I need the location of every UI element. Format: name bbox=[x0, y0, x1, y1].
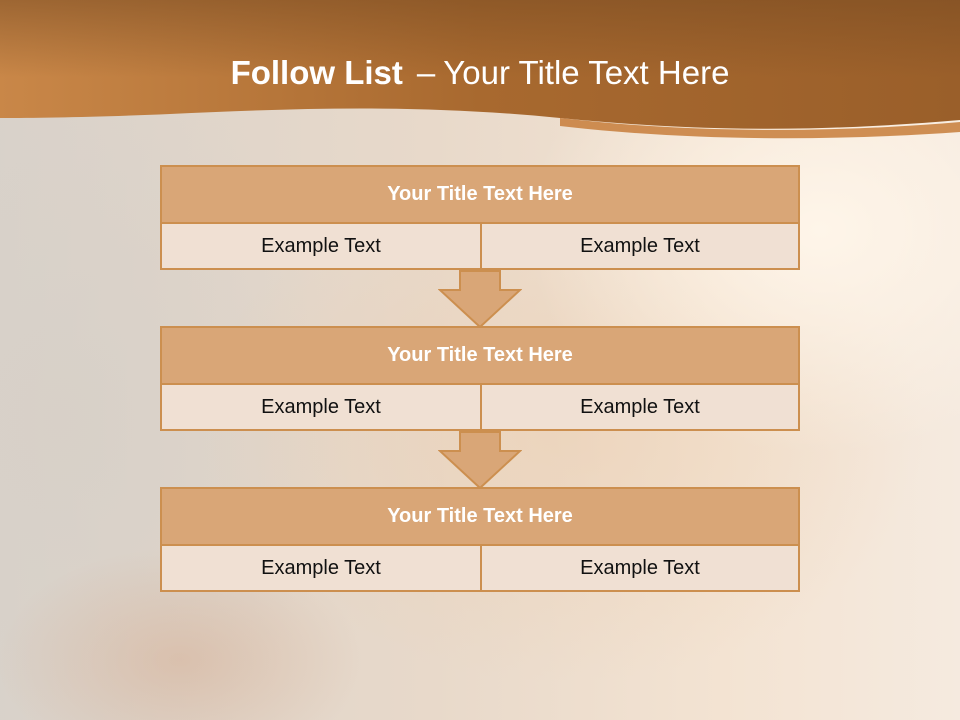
block-cell-left: Example Text bbox=[162, 224, 482, 268]
block-cell-left: Example Text bbox=[162, 385, 482, 429]
block-title: Your Title Text Here bbox=[162, 489, 798, 546]
title-rest: Your Title Text Here bbox=[443, 54, 730, 91]
block-cell-right: Example Text bbox=[580, 234, 700, 257]
block-cell-left: Example Text bbox=[162, 546, 482, 590]
block-title: Your Title Text Here bbox=[162, 328, 798, 385]
arrow-down-icon bbox=[438, 431, 522, 489]
list-block-2: Your Title Text Here Example Text Exampl… bbox=[160, 326, 800, 431]
slide-title: Follow List–Your Title Text Here bbox=[0, 54, 960, 92]
title-bold: Follow List bbox=[230, 54, 403, 91]
list-block-1: Your Title Text Here Example Text Exampl… bbox=[160, 165, 800, 270]
title-separator: – bbox=[416, 54, 436, 91]
arrow-down-icon bbox=[438, 270, 522, 328]
list-block-3: Your Title Text Here Example Text Exampl… bbox=[160, 487, 800, 592]
block-cell-right: Example Text bbox=[580, 395, 700, 418]
block-cell-right: Example Text bbox=[580, 556, 700, 579]
header-band bbox=[0, 0, 960, 139]
block-title: Your Title Text Here bbox=[162, 167, 798, 224]
